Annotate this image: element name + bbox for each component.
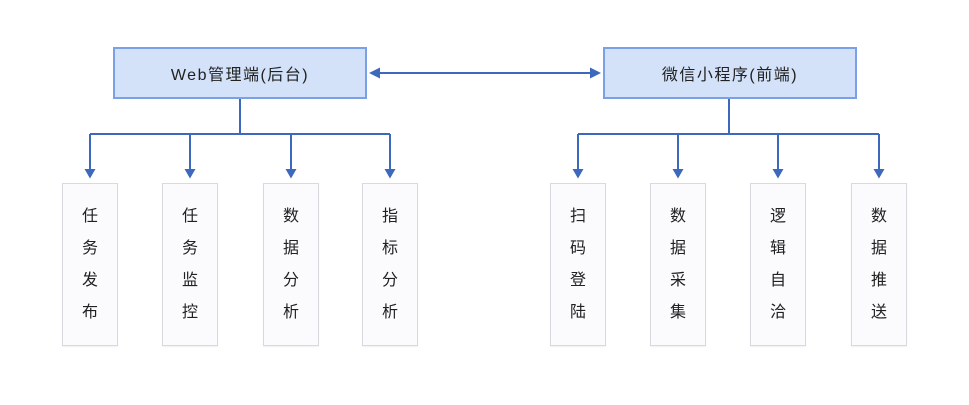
node-wechat-miniprogram-frontend: 微信小程序(前端): [603, 47, 857, 99]
down-arrow-icon: [672, 169, 684, 179]
node-logic-consistency: 逻辑自洽: [750, 183, 806, 346]
node-label: 任务监控: [181, 207, 198, 321]
node-task-publish: 任务发布: [62, 183, 118, 346]
right-tree-connector: [572, 99, 885, 179]
node-label: Web管理端(后台): [170, 67, 310, 84]
node-data-push: 数据推送: [851, 183, 907, 346]
down-arrow-icon: [772, 169, 784, 179]
node-label: 数据分析: [282, 207, 299, 321]
node-label: 数据推送: [870, 207, 887, 321]
down-arrow-icon: [184, 169, 196, 179]
node-data-analysis: 数据分析: [263, 183, 319, 346]
node-label: 数据采集: [669, 207, 686, 321]
node-data-collection: 数据采集: [650, 183, 706, 346]
node-label: 任务发布: [81, 207, 98, 321]
node-label: 扫码登陆: [569, 207, 586, 321]
node-metric-analysis: 指标分析: [362, 183, 418, 346]
down-arrow-icon: [384, 169, 396, 179]
node-task-monitor: 任务监控: [162, 183, 218, 346]
left-tree-connector: [84, 99, 396, 179]
node-scan-login: 扫码登陆: [550, 183, 606, 346]
node-label: 指标分析: [381, 207, 398, 321]
down-arrow-icon: [572, 169, 584, 179]
down-arrow-icon: [873, 169, 885, 179]
down-arrow-icon: [84, 169, 96, 179]
down-arrow-icon: [285, 169, 297, 179]
node-label: 微信小程序(前端): [661, 67, 799, 84]
node-label: 逻辑自洽: [769, 207, 786, 321]
node-web-admin-backend: Web管理端(后台): [113, 47, 367, 99]
bidirectional-arrow-icon: [369, 67, 601, 79]
